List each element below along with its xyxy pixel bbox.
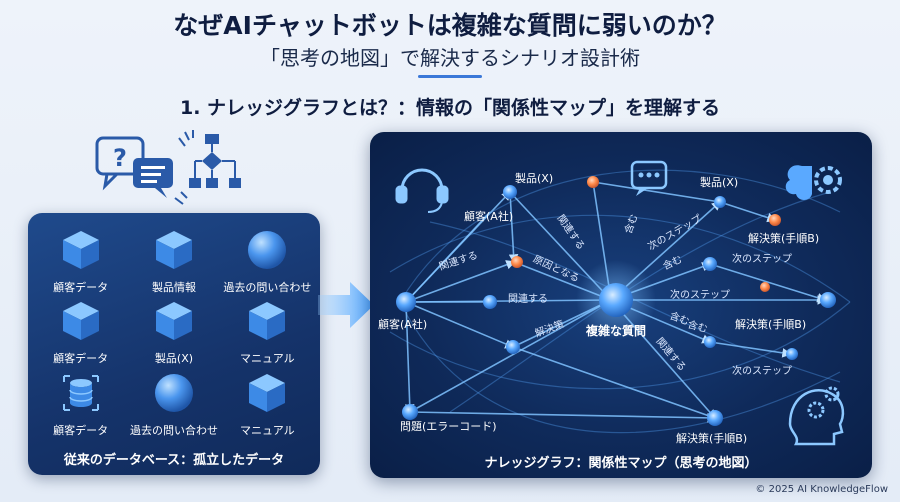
db-item-1: 顧客データ (34, 227, 127, 298)
sphere-icon (248, 231, 287, 269)
knowledge-graph (389, 160, 851, 446)
db-item-2: 製品情報 (127, 227, 220, 298)
db-item-3: 過去の問い合わせ (221, 227, 314, 298)
cube-icon (62, 302, 99, 341)
node-orange-right-mid[interactable] (760, 282, 770, 292)
db-item-label: 製品情報 (151, 281, 196, 294)
node-complex-question[interactable] (599, 283, 633, 317)
label-product-x-top: 製品(X) (515, 172, 554, 185)
label-solution-b-2: 解決策(手順B) (735, 318, 807, 331)
chat-flowchart-icon: ? (95, 130, 241, 205)
label-customer-a-left: 顧客(A社) (378, 318, 428, 331)
subtitle-underline (418, 75, 482, 78)
db-item-7: 顧客データ (34, 370, 127, 441)
node-right-lower[interactable] (704, 336, 716, 348)
db-item-label: 製品(X) (154, 352, 194, 366)
knowledge-graph-panel: 製品(X) 顧客(A社) 製品(X) 解決策(手順B) 顧客(A社) 複雑な質問… (370, 132, 872, 478)
db-item-label: マニュアル (239, 423, 295, 437)
traditional-database-panel: 顧客データ 製品情報 過去の問い合わせ 顧客データ (28, 213, 320, 475)
node-mid-left[interactable] (483, 295, 497, 309)
svg-text:?: ? (113, 144, 127, 172)
edge-label-related-3: 関連する (508, 294, 548, 305)
right-panel-caption: ナレッジグラフ：関係性マップ（思考の地図） (484, 456, 758, 471)
label-solution-b-1: 解決策(手順B) (748, 232, 820, 245)
cube-icon (249, 373, 286, 412)
node-right-mid[interactable] (703, 257, 717, 271)
node-lower-mid[interactable] (506, 340, 520, 354)
edge-label-next-step-3: 次のステップ (732, 254, 792, 265)
label-complex-question: 複雑な質問 (586, 324, 647, 338)
head-gears-icon (788, 386, 845, 446)
cube-icon (62, 231, 99, 269)
node-customer-a-left[interactable] (396, 292, 416, 312)
graph-nodes (396, 176, 836, 426)
node-product-x-right[interactable] (714, 196, 726, 208)
db-item-label: 過去の問い合わせ (129, 423, 218, 437)
db-item-label: 過去の問い合わせ (223, 281, 312, 294)
headset-icon (395, 168, 449, 213)
edge-label-next-step-2: 次のステップ (670, 290, 730, 301)
sphere-icon (154, 373, 193, 412)
brain-gear-icon (785, 165, 842, 200)
cube-icon (155, 302, 192, 341)
db-item-6: マニュアル (221, 298, 314, 369)
chat-bubble-icon (630, 160, 668, 196)
label-customer-a-upper: 顧客(A社) (464, 210, 514, 223)
db-item-9: マニュアル (221, 370, 314, 441)
node-product-x-top[interactable] (503, 185, 517, 199)
node-orange-mid[interactable] (511, 256, 523, 268)
db-item-4: 顧客データ (34, 298, 127, 369)
database-item-grid: 顧客データ 製品情報 過去の問い合わせ 顧客データ (34, 227, 314, 441)
page-subtitle: 「思考の地図」で解決するシナリオ設計術 (260, 46, 640, 70)
node-far-right-lower[interactable] (786, 348, 798, 360)
cube-icon (249, 302, 286, 341)
db-item-label: 顧客データ (53, 281, 109, 294)
db-item-5: 製品(X) (127, 298, 220, 369)
copyright-footer: © 2025 AI KnowledgeFlow (755, 484, 888, 495)
label-solution-b-3: 解決策(手順B) (676, 432, 748, 445)
db-item-label: 顧客データ (53, 352, 109, 366)
left-panel-caption: 従来のデータベース：孤立したデータ (63, 453, 285, 468)
node-problem[interactable] (402, 404, 418, 420)
db-item-label: 顧客データ (53, 423, 109, 437)
label-product-x-right: 製品(X) (700, 176, 739, 189)
cube-icon (155, 231, 192, 269)
label-problem: 問題(エラーコード) (400, 420, 497, 433)
section-heading: 1. ナレッジグラフとは？：情報の「関係性マップ」を理解する (179, 97, 721, 119)
page-title: なぜAIチャットボットは複雑な質問に弱いのか？ (173, 11, 727, 40)
node-solution-b-3[interactable] (707, 410, 723, 426)
node-solution-b-2[interactable] (820, 292, 836, 308)
edge-label-next-step-4: 次のステップ (732, 366, 792, 377)
arrow-right-icon (318, 282, 374, 328)
node-orange-right[interactable] (769, 214, 781, 226)
db-item-label: マニュアル (239, 352, 295, 366)
node-orange-top[interactable] (587, 176, 599, 188)
database-icon (62, 374, 99, 411)
db-item-8: 過去の問い合わせ (127, 370, 220, 441)
